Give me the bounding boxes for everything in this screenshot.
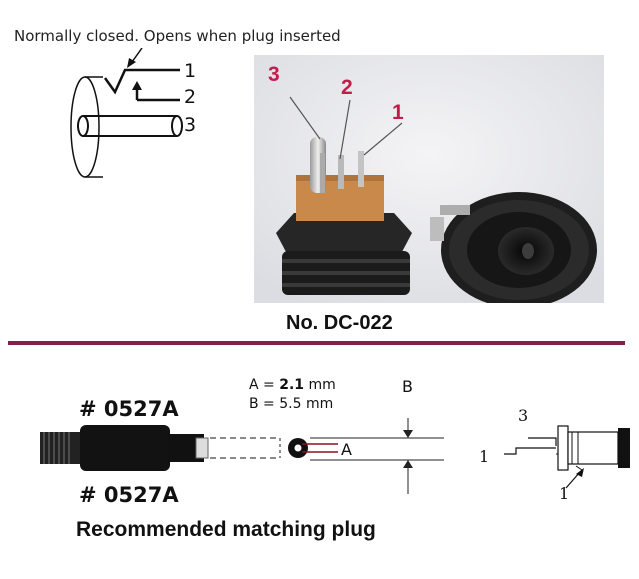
photo-label-pin-1: 1: [392, 101, 404, 124]
schematic-pin-2-label: 2: [184, 86, 197, 108]
photo-label-pin-2: 2: [341, 76, 353, 99]
plug-label-b: B: [402, 377, 413, 396]
dimension-a-value: 2.1: [279, 377, 305, 393]
photo-label-pin-3: 3: [268, 63, 280, 86]
product-photo: [254, 55, 604, 303]
side-view-label-1-bottom: 1: [559, 484, 570, 503]
jack-side-view: [504, 425, 630, 489]
schematic-caption: Normally closed. Opens when plug inserte…: [14, 27, 341, 45]
dimension-b: B = 5.5 mm: [249, 396, 334, 412]
plug-code-bottom: # 0527A: [79, 483, 179, 507]
jack-schematic: [70, 48, 183, 178]
plug-label-a: A: [341, 440, 352, 459]
section-divider: [8, 341, 625, 345]
dimension-a: A = 2.1 mm: [249, 377, 336, 393]
side-view-label-1-left: 1: [479, 447, 490, 466]
model-number: No. DC-022: [286, 312, 393, 334]
dimension-a-unit: mm: [304, 377, 336, 393]
dimension-a-prefix: A =: [249, 377, 280, 393]
side-view-label-3: 3: [518, 406, 529, 425]
plug-drawing: [40, 418, 444, 494]
plug-code-top: # 0527A: [79, 397, 179, 421]
footer-caption: Recommended matching plug: [76, 518, 376, 541]
schematic-pin-1-label: 1: [184, 60, 197, 82]
schematic-pin-3-label: 3: [184, 114, 197, 136]
